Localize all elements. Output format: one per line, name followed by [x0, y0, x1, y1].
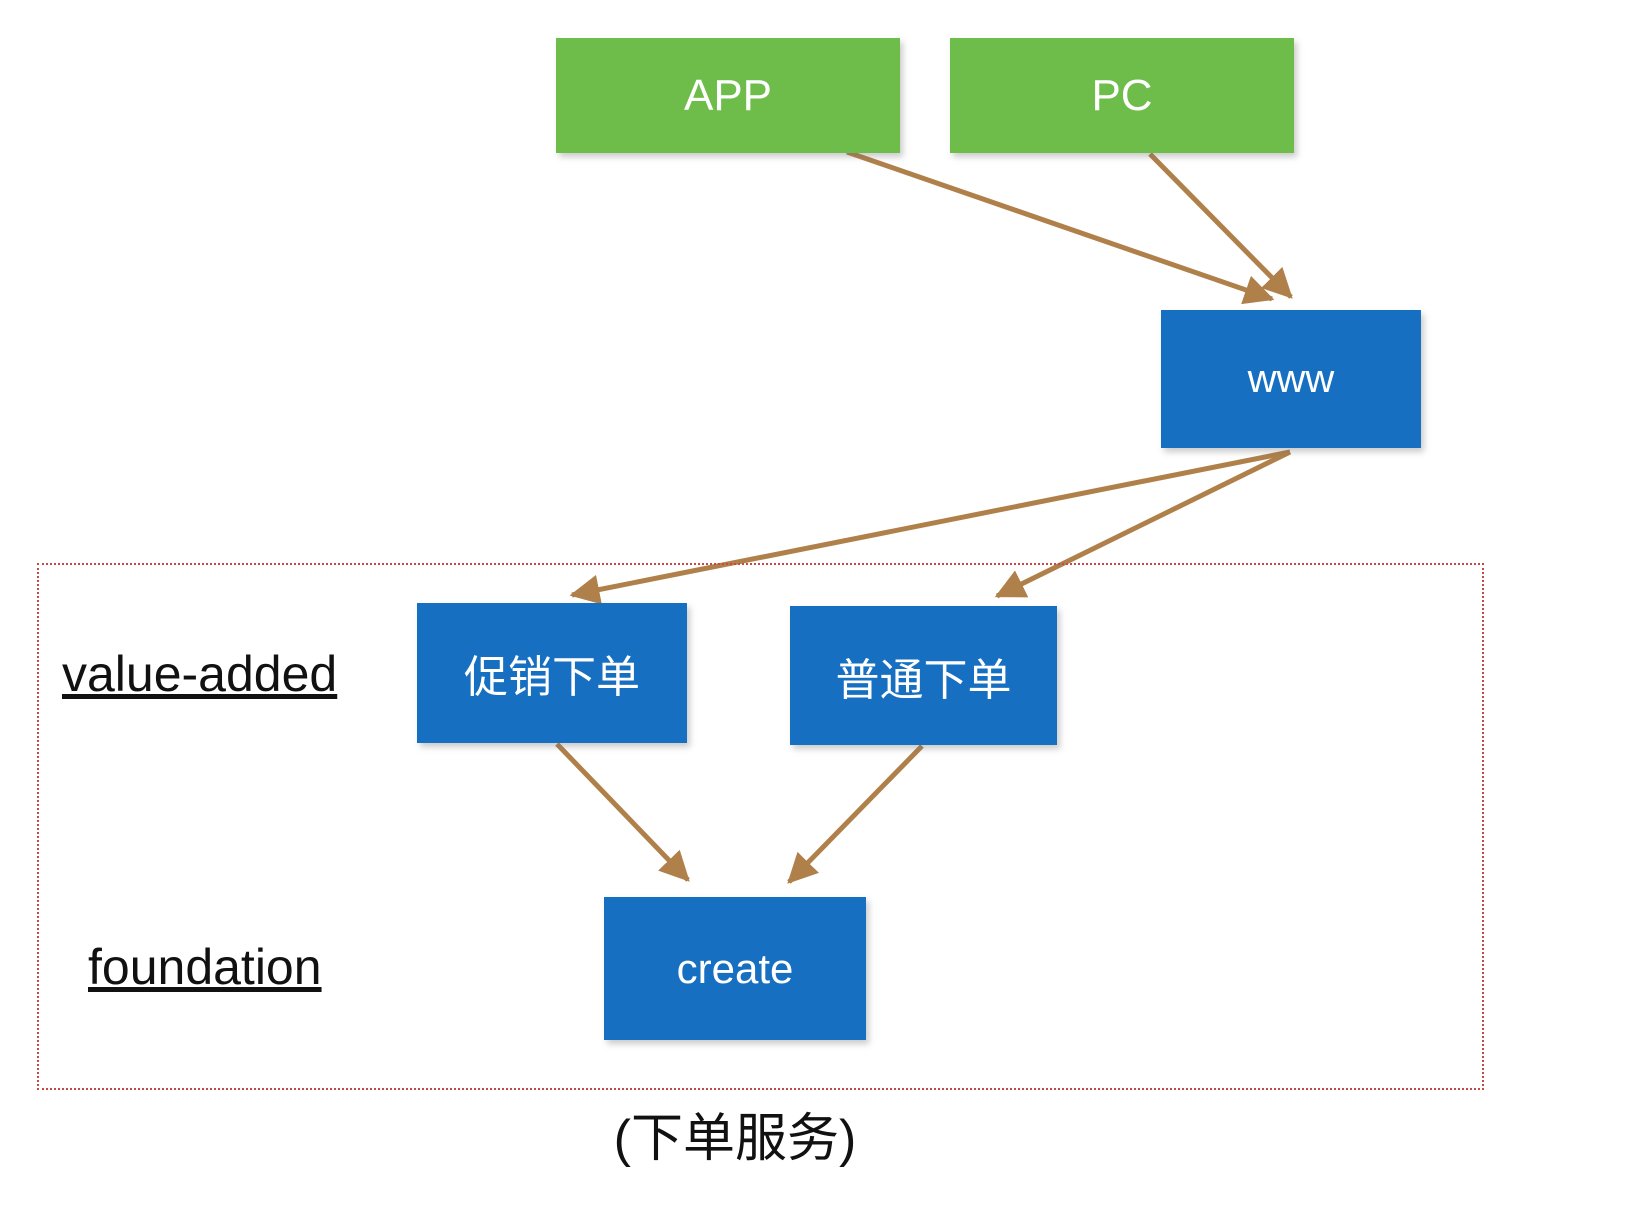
- node-normal-order: 普通下单: [790, 606, 1057, 745]
- node-www: www: [1161, 310, 1421, 448]
- service-group-border: [37, 563, 1484, 1090]
- node-promo-order-label: 促销下单: [464, 653, 640, 702]
- node-www-label: www: [1247, 356, 1335, 401]
- node-promo-order: 促销下单: [417, 603, 687, 743]
- node-app-label: APP: [683, 70, 773, 120]
- node-app: APP: [556, 38, 900, 153]
- edge-pc-www: [1148, 152, 1293, 299]
- value-added-layer-label: value-added: [62, 646, 338, 702]
- node-pc-label: PC: [1091, 70, 1153, 120]
- node-pc: PC: [950, 38, 1294, 153]
- edge-app-www: [846, 149, 1275, 305]
- diagram-caption: (下单服务): [613, 1110, 857, 1168]
- node-create: create: [604, 897, 866, 1040]
- node-create-label: create: [676, 944, 794, 992]
- foundation-layer-label: foundation: [88, 939, 322, 995]
- node-normal-order-label: 普通下单: [835, 655, 1012, 705]
